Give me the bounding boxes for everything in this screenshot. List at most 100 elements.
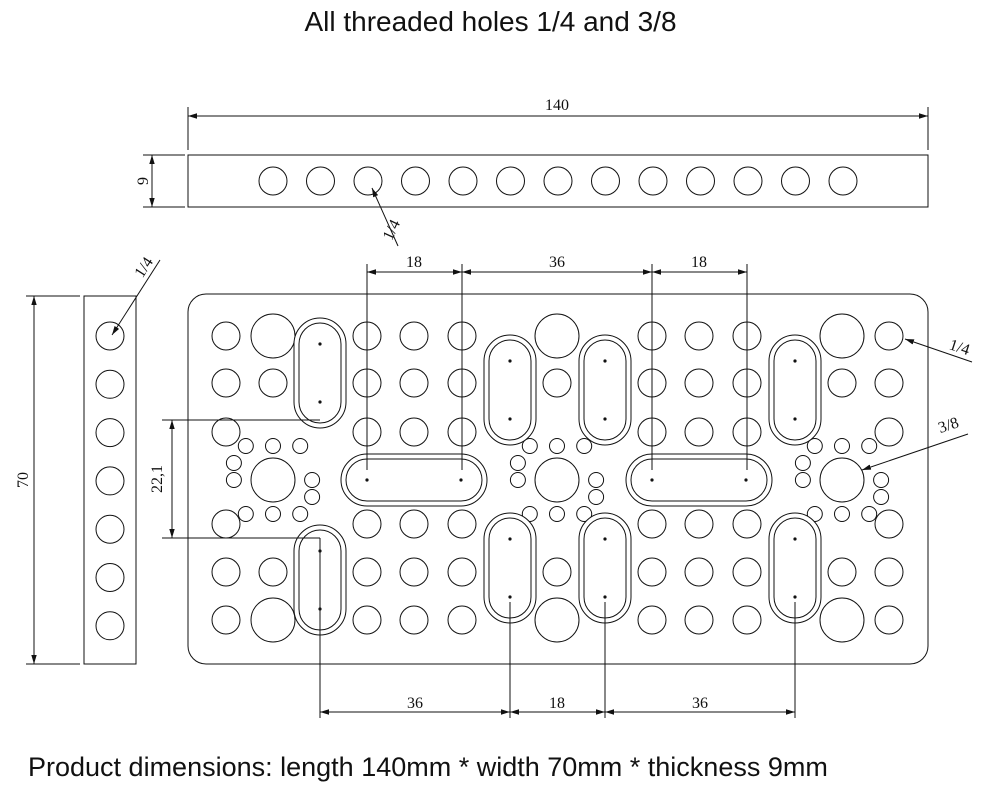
threaded-hole-1-4 <box>211 368 241 398</box>
small-hole <box>588 472 605 488</box>
small-hole <box>304 472 321 488</box>
small-hole <box>237 506 254 522</box>
small-hole <box>794 472 811 488</box>
slot-center-mark <box>603 595 607 599</box>
small-hole <box>292 506 309 522</box>
vertical-slot <box>768 334 822 446</box>
threaded-hole-1-4 <box>637 605 667 635</box>
threaded-hole-1-4 <box>399 557 429 587</box>
threaded-hole-3-8 <box>534 313 580 359</box>
small-hole <box>265 506 281 522</box>
threaded-hole-1-4 <box>447 509 477 539</box>
side-view-hole <box>95 611 125 641</box>
slot-center-mark <box>365 478 369 482</box>
bottom-gap-right-label: 36 <box>692 695 708 712</box>
slot-center-mark <box>603 359 607 363</box>
threaded-hole-1-4 <box>874 605 904 635</box>
threaded-hole-1-4 <box>684 321 714 351</box>
threaded-hole-1-4 <box>637 557 667 587</box>
threaded-hole-1-4 <box>732 509 762 539</box>
length-dimension-label: 140 <box>545 97 569 114</box>
top-view-hole <box>353 166 383 196</box>
side-view-hole-leader <box>111 259 161 336</box>
top-view-hole <box>306 166 335 196</box>
width-dimension-label: 70 <box>15 472 32 488</box>
slot-center-mark <box>508 417 512 421</box>
bottom-gap-left-label: 36 <box>407 695 423 712</box>
top-view-hole <box>638 166 668 196</box>
threaded-hole-1-4 <box>732 605 762 635</box>
small-hole <box>292 438 309 454</box>
side-gap-label: 22,1 <box>149 465 166 493</box>
slot-center-mark <box>508 595 512 599</box>
plate-large-hole-leader <box>861 433 969 471</box>
threaded-hole-1-4 <box>874 509 904 539</box>
threaded-hole-3-8 <box>534 597 580 643</box>
threaded-hole-1-4 <box>352 605 382 635</box>
vertical-slot <box>578 334 632 446</box>
slot-inner-edge <box>773 339 817 441</box>
threaded-hole-1-4 <box>684 605 714 635</box>
small-hole <box>237 438 254 454</box>
threaded-hole-1-4 <box>542 368 572 398</box>
threaded-hole-1-4 <box>399 605 429 635</box>
slot-center-mark <box>793 595 797 599</box>
slot-center-mark <box>603 417 607 421</box>
small-hole <box>588 489 605 505</box>
slot-center-mark <box>508 537 512 541</box>
slot-inner-edge <box>630 458 768 502</box>
threaded-hole-1-4 <box>447 605 477 635</box>
threaded-hole-1-4 <box>684 557 714 587</box>
threaded-hole-1-4 <box>211 557 241 587</box>
small-hole <box>549 438 565 454</box>
small-hole <box>576 438 593 454</box>
slot-center-mark <box>459 478 463 482</box>
top-view-hole <box>448 166 478 196</box>
horizontal-slot <box>340 453 488 507</box>
vertical-slot <box>768 512 822 624</box>
threaded-hole-1-4 <box>874 557 904 587</box>
plate-holes <box>211 313 904 643</box>
threaded-hole-1-4 <box>399 368 429 398</box>
top-view-hole <box>258 166 288 196</box>
top-gap-left-label: 18 <box>406 254 422 271</box>
side-view-hole <box>95 321 125 351</box>
plate-small-hole-leader <box>904 338 973 363</box>
side-view-holes <box>95 321 125 641</box>
vertical-slot <box>578 512 632 624</box>
side-view-hole-callout: 1/4 <box>132 254 157 280</box>
threaded-hole-1-4 <box>684 417 714 447</box>
top-view-hole <box>543 166 573 196</box>
threaded-hole-1-4 <box>637 509 667 539</box>
top-view-hole-leader <box>371 187 399 247</box>
slot-center-mark <box>793 359 797 363</box>
small-hole <box>509 472 526 488</box>
slot-inner-edge <box>583 339 627 441</box>
small-hole <box>806 438 823 454</box>
slot-center-mark <box>793 537 797 541</box>
slot-center-mark <box>603 537 607 541</box>
threaded-hole-1-4 <box>211 417 241 447</box>
threaded-hole-1-4 <box>827 368 857 398</box>
plate-large-hole-callout: 3/8 <box>936 414 961 436</box>
threaded-hole-1-4 <box>211 509 241 539</box>
threaded-hole-1-4 <box>542 557 572 587</box>
small-hole <box>576 506 593 522</box>
top-view-hole <box>496 166 525 196</box>
side-spacing-dim: 22,1 <box>149 419 320 539</box>
small-hole <box>225 472 242 488</box>
top-view: 140 9 1/4 <box>135 97 929 247</box>
threaded-hole-1-4 <box>827 557 857 587</box>
top-view-hole-callout: 1/4 <box>380 217 404 243</box>
threaded-hole-1-4 <box>447 557 477 587</box>
threaded-hole-3-8 <box>819 313 865 359</box>
threaded-hole-3-8 <box>250 597 296 643</box>
threaded-hole-3-8 <box>819 597 865 643</box>
threaded-hole-1-4 <box>684 368 714 398</box>
top-spacing-dims: 18 36 18 <box>366 254 748 470</box>
threaded-hole-3-8 <box>250 457 296 503</box>
threaded-hole-1-4 <box>352 557 382 587</box>
side-view-hole <box>95 418 125 448</box>
side-view-hole <box>95 514 125 544</box>
slot-center-mark <box>508 359 512 363</box>
